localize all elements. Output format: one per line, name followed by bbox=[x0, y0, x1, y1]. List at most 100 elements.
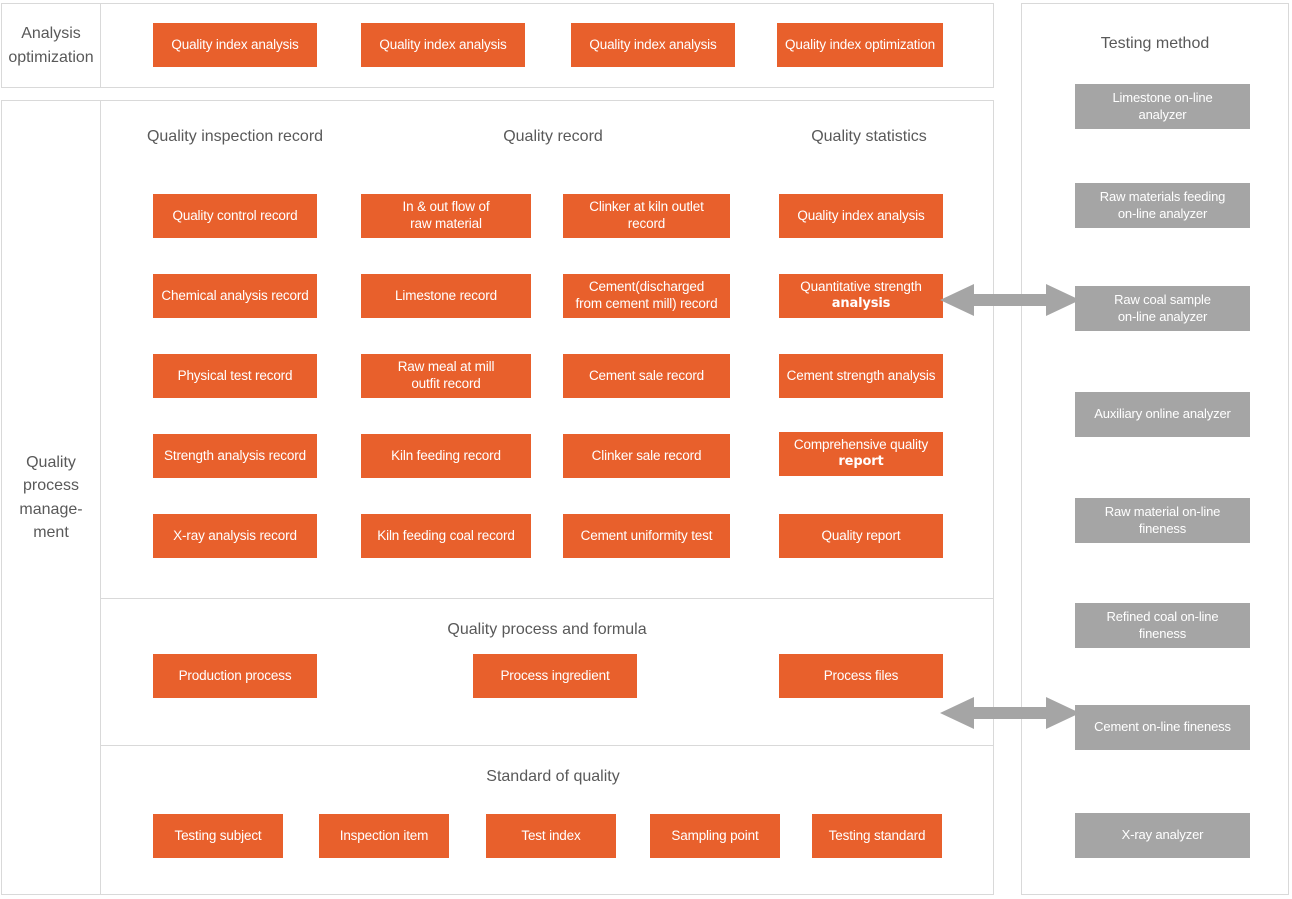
analysis-box-2-label: Quality index analysis bbox=[379, 36, 507, 52]
grid-col4-box-4-line1: Comprehensive quality bbox=[793, 437, 929, 453]
grid-col2-box-1-line2: raw material bbox=[410, 216, 482, 231]
standard-box-4[interactable]: Sampling point bbox=[650, 814, 780, 858]
testing-box-3-line2: on-line analyzer bbox=[1117, 308, 1208, 324]
grid-col3-box-3[interactable]: Cement sale record bbox=[563, 354, 730, 398]
testing-box-5-line2: fineness bbox=[1138, 520, 1187, 536]
formula-box-3-label: Process files bbox=[823, 667, 899, 683]
grid-col4-box-5-label: Quality report bbox=[821, 527, 901, 543]
standard-box-1-label: Testing subject bbox=[174, 827, 262, 843]
grid-col1-box-4-label: Strength analysis record bbox=[164, 447, 306, 463]
double-arrow-quality-process-formula bbox=[940, 697, 1080, 729]
grid-col2-box-5[interactable]: Kiln feeding coal record bbox=[361, 514, 531, 558]
row-label-analysis-line2: optimization bbox=[8, 48, 94, 66]
grid-col1-box-1[interactable]: Quality control record bbox=[153, 194, 317, 238]
standard-box-2[interactable]: Inspection item bbox=[319, 814, 449, 858]
grid-col4-box-5[interactable]: Quality report bbox=[779, 514, 943, 558]
grid-col2-box-1[interactable]: In & out flow of raw material bbox=[361, 194, 531, 238]
double-arrow-quantitative-strength bbox=[940, 284, 1080, 316]
grid-col3-box-3-label: Cement sale record bbox=[588, 367, 705, 383]
formula-box-2-label: Process ingredient bbox=[500, 667, 610, 683]
standard-box-1[interactable]: Testing subject bbox=[153, 814, 283, 858]
grid-col4-box-4[interactable]: Comprehensive quality report bbox=[779, 432, 943, 476]
analysis-box-1-label: Quality index analysis bbox=[171, 36, 299, 52]
grid-col3-box-4[interactable]: Clinker sale record bbox=[563, 434, 730, 478]
testing-box-2-line1: Raw materials feeding bbox=[1099, 189, 1226, 205]
standard-box-5[interactable]: Testing standard bbox=[812, 814, 942, 858]
divider-horizontal-formula bbox=[101, 598, 993, 599]
testing-box-raw-material-on-line-fineness[interactable]: Raw material on-line fineness bbox=[1075, 498, 1250, 543]
grid-col4-box-1[interactable]: Quality index analysis bbox=[779, 194, 943, 238]
grid-col2-box-4-label: Kiln feeding record bbox=[391, 447, 501, 463]
grid-col1-box-4[interactable]: Strength analysis record bbox=[153, 434, 317, 478]
grid-col4-box-1-label: Quality index analysis bbox=[797, 207, 925, 223]
analysis-box-4-label: Quality index optimization bbox=[785, 36, 935, 52]
testing-box-6-line1: Refined coal on-line bbox=[1106, 609, 1219, 625]
grid-col1-box-2-label: Chemical analysis record bbox=[161, 287, 309, 303]
testing-box-1-line1: Limestone on-line bbox=[1112, 90, 1213, 106]
grid-col4-box-2[interactable]: Quantitative strength analysis bbox=[779, 274, 943, 318]
standard-box-2-label: Inspection item bbox=[339, 827, 429, 843]
grid-col2-box-2-label: Limestone record bbox=[395, 287, 497, 303]
testing-box-limestone-on-line-analyzer[interactable]: Limestone on-line analyzer bbox=[1075, 84, 1250, 129]
grid-col3-box-2[interactable]: Cement(discharged from cement mill) reco… bbox=[563, 274, 730, 318]
testing-box-6-line2: fineness bbox=[1138, 625, 1187, 641]
testing-box-raw-coal-sample-on-line-analyzer[interactable]: Raw coal sample on-line analyzer bbox=[1075, 286, 1250, 331]
testing-box-5-line1: Raw material on-line bbox=[1104, 504, 1221, 520]
grid-col1-box-3[interactable]: Physical test record bbox=[153, 354, 317, 398]
section-title-quality-process-and-formula: Quality process and formula bbox=[447, 621, 647, 638]
grid-col2-box-3-line2: outfit record bbox=[411, 376, 481, 391]
grid-col1-box-2[interactable]: Chemical analysis record bbox=[153, 274, 317, 318]
grid-col2-box-3-line1: Raw meal at mill bbox=[397, 359, 495, 375]
standard-box-5-label: Testing standard bbox=[828, 827, 926, 843]
grid-col4-box-2-line1: Quantitative strength bbox=[800, 279, 922, 295]
grid-col1-box-1-label: Quality control record bbox=[172, 207, 298, 223]
divider-vertical-main bbox=[100, 101, 101, 894]
analysis-box-4[interactable]: Quality index optimization bbox=[777, 23, 943, 67]
row-label-quality-process-management: Quality process manage- ment bbox=[2, 101, 100, 894]
row-label-process-line4: ment bbox=[33, 523, 69, 541]
column-header-quality-statistics: Quality statistics bbox=[811, 128, 927, 145]
analysis-box-2[interactable]: Quality index analysis bbox=[361, 23, 525, 67]
grid-col4-box-4-line2: report bbox=[838, 454, 884, 470]
analysis-box-3-label: Quality index analysis bbox=[589, 36, 717, 52]
testing-box-3-line1: Raw coal sample bbox=[1114, 292, 1211, 308]
row-label-analysis-line1: Analysis bbox=[21, 25, 81, 43]
analysis-box-3[interactable]: Quality index analysis bbox=[571, 23, 735, 67]
grid-col1-box-5[interactable]: X-ray analysis record bbox=[153, 514, 317, 558]
testing-box-8-label: X-ray analyzer bbox=[1121, 827, 1204, 843]
grid-col2-box-3[interactable]: Raw meal at mill outfit record bbox=[361, 354, 531, 398]
grid-col3-box-4-label: Clinker sale record bbox=[591, 447, 702, 463]
formula-box-1[interactable]: Production process bbox=[153, 654, 317, 698]
testing-box-raw-materials-feeding-on-line-analyzer[interactable]: Raw materials feeding on-line analyzer bbox=[1075, 183, 1250, 228]
grid-col2-box-2[interactable]: Limestone record bbox=[361, 274, 531, 318]
testing-box-7-label: Cement on-line fineness bbox=[1094, 719, 1231, 735]
analysis-box-1[interactable]: Quality index analysis bbox=[153, 23, 317, 67]
grid-col2-box-4[interactable]: Kiln feeding record bbox=[361, 434, 531, 478]
formula-box-3[interactable]: Process files bbox=[779, 654, 943, 698]
testing-box-cement-on-line-fineness[interactable]: Cement on-line fineness bbox=[1075, 705, 1250, 750]
standard-box-3-label: Test index bbox=[521, 827, 581, 843]
testing-box-x-ray-analyzer[interactable]: X-ray analyzer bbox=[1075, 813, 1250, 858]
grid-col3-box-2-line2: from cement mill) record bbox=[575, 296, 718, 311]
divider-horizontal-standard bbox=[101, 745, 993, 746]
testing-method-panel bbox=[1021, 3, 1289, 895]
section-title-standard-of-quality: Standard of quality bbox=[486, 768, 620, 785]
grid-col1-box-3-label: Physical test record bbox=[177, 367, 293, 383]
testing-box-4-label: Auxiliary online analyzer bbox=[1094, 406, 1231, 422]
standard-box-3[interactable]: Test index bbox=[486, 814, 616, 858]
grid-col3-box-1[interactable]: Clinker at kiln outlet record bbox=[563, 194, 730, 238]
grid-col4-box-2-line2: analysis bbox=[831, 296, 891, 312]
grid-col3-box-5[interactable]: Cement uniformity test bbox=[563, 514, 730, 558]
testing-box-refined-coal-on-line-fineness[interactable]: Refined coal on-line fineness bbox=[1075, 603, 1250, 648]
grid-col3-box-1-line2: record bbox=[627, 216, 666, 231]
row-label-analysis-optimization: Analysis optimization bbox=[2, 4, 100, 87]
row-label-process-line2: process bbox=[22, 477, 80, 495]
standard-box-4-label: Sampling point bbox=[671, 827, 759, 843]
formula-box-2[interactable]: Process ingredient bbox=[473, 654, 637, 698]
grid-col4-box-3[interactable]: Cement strength analysis bbox=[779, 354, 943, 398]
testing-box-2-line2: on-line analyzer bbox=[1117, 205, 1208, 221]
testing-box-auxiliary-online-analyzer[interactable]: Auxiliary online analyzer bbox=[1075, 392, 1250, 437]
testing-box-1-line2: analyzer bbox=[1138, 106, 1187, 122]
grid-col2-box-5-label: Kiln feeding coal record bbox=[377, 527, 515, 543]
